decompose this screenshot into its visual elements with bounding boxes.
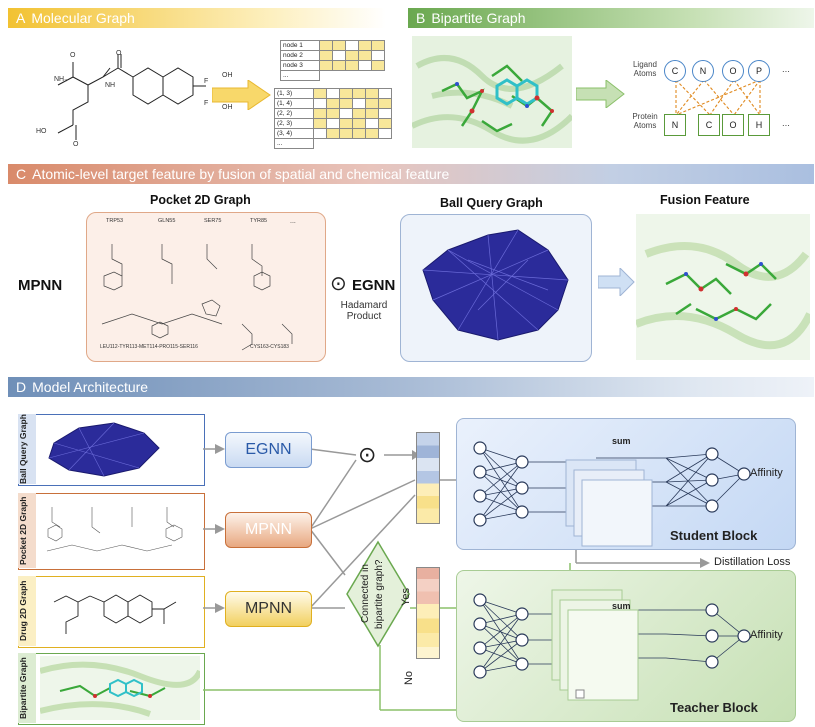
hadamard-odot-icon: ⊙	[330, 273, 347, 295]
section-c-letter: C	[16, 166, 27, 182]
atom-nh2: NH₂	[54, 76, 67, 83]
no-label: No	[403, 670, 416, 686]
node-row-3: node 3	[280, 60, 320, 71]
hadamard-product-label: Hadamard Product	[340, 300, 388, 322]
edge-table: (1, 3) (1, 4) (2, 2) (2, 3) (3, 4) ...	[274, 88, 392, 149]
section-d-banner: D Model Architecture	[8, 377, 814, 397]
section-c-title: Atomic-level target feature by fusion of…	[32, 166, 450, 182]
protein-ligand-image-b	[412, 36, 572, 148]
sum-label-teacher: sum	[612, 601, 631, 611]
atom-ho: HO	[36, 128, 47, 135]
node-row-1: node 1	[280, 40, 320, 51]
pocket-2d-structures	[101, 244, 293, 351]
decision-diamond	[346, 540, 410, 648]
section-d-title: Model Architecture	[32, 379, 149, 395]
decision-text: Connected in bipartite graph?	[360, 559, 385, 629]
mpnn-c-label: MPNN	[18, 277, 63, 294]
residue-gln55: GLN55	[158, 218, 176, 224]
edge-row-4: (2, 3)	[274, 118, 314, 129]
ligand-atom-p: P	[748, 60, 770, 82]
residue-tyr85: TYR85	[250, 218, 268, 224]
student-network	[473, 441, 751, 547]
residue-ser75: SER75	[204, 218, 222, 224]
bipartite-edges	[675, 79, 761, 116]
atom-o-amide: O	[116, 50, 122, 57]
mpnn-pocket-button: MPNN	[225, 512, 312, 548]
edge-row-1: (1, 3)	[274, 88, 314, 99]
affinity-teacher: Affinity	[750, 629, 783, 641]
teacher-block-label: Teacher Block	[670, 700, 758, 715]
odot-operator-icon: ⊙	[358, 442, 377, 467]
atom-o-top: O	[70, 52, 76, 59]
edge-row-2: (1, 4)	[274, 98, 314, 109]
residue-chain-1: LEU112-TYR113-MET114-PRO115-SER116	[100, 344, 198, 350]
atom-f2: F	[204, 100, 209, 107]
section-d-letter: D	[16, 379, 27, 395]
distillation-loss-label: Distillation Loss	[714, 556, 791, 568]
ball-query-title: Ball Query Graph	[440, 196, 543, 210]
node-row-2: node 2	[280, 50, 320, 61]
protein-atom-h: H	[748, 114, 770, 136]
atom-f1: F	[204, 78, 209, 85]
arrow-c	[598, 268, 635, 296]
fusion-feature-image	[636, 214, 810, 360]
section-b-title: Bipartite Graph	[431, 10, 526, 26]
drug-2d-thumbnail	[53, 594, 177, 634]
atom-o-bottom: O	[73, 141, 79, 148]
pocket-2d-thumbnail	[46, 507, 183, 552]
egnn-c-label: EGNN	[352, 277, 396, 294]
protein-atom-o: O	[722, 114, 744, 136]
section-a-letter: A	[16, 10, 26, 26]
pocket-2d-panel	[86, 212, 326, 362]
ligand-atom-c: C	[664, 60, 686, 82]
atom-oh1: OH	[222, 72, 233, 79]
protein-atoms-label: Protein Atoms	[632, 112, 658, 130]
teacher-network	[473, 589, 751, 701]
mpnn-drug-button: MPNN	[225, 591, 312, 627]
section-a-banner: A Molecular Graph	[8, 8, 386, 28]
bipartite-thumbnail	[40, 656, 200, 720]
edge-row-3: (2, 2)	[274, 108, 314, 119]
feature-vector-student	[416, 432, 440, 524]
residue-chain-2: CYS163-CYS183	[250, 344, 289, 350]
edge-row-ellipsis: ...	[274, 138, 314, 149]
ball-query-graph-d	[48, 422, 160, 477]
node-row-ellipsis: ...	[280, 70, 320, 81]
section-b-letter: B	[416, 10, 426, 26]
residue-ellipsis: ...	[290, 218, 296, 225]
student-block-label: Student Block	[670, 528, 758, 543]
atom-oh2: OH	[222, 104, 233, 111]
ligand-ellipsis: ...	[782, 64, 790, 75]
ligand-atom-o: O	[722, 60, 744, 82]
egnn-button: EGNN	[225, 432, 312, 468]
ligand-atom-n: N	[692, 60, 714, 82]
protein-ellipsis: ...	[782, 118, 790, 129]
protein-atom-n: N	[664, 114, 686, 136]
fusion-feature-title: Fusion Feature	[660, 193, 750, 207]
molecule-a-structure	[57, 54, 206, 140]
feature-vector-teacher	[416, 567, 440, 659]
affinity-student: Affinity	[750, 467, 783, 479]
edge-row-5: (3, 4)	[274, 128, 314, 139]
section-a-title: Molecular Graph	[31, 10, 135, 26]
protein-atom-c: C	[698, 114, 720, 136]
ligand-atoms-label: Ligand Atoms	[632, 60, 658, 78]
arrow-b	[576, 80, 625, 108]
pocket-2d-title: Pocket 2D Graph	[150, 193, 251, 207]
section-c-banner: C Atomic-level target feature by fusion o…	[8, 164, 814, 184]
arrow-a	[212, 80, 271, 110]
atom-nh: NH	[105, 82, 116, 89]
residue-trp53: TRP53	[106, 218, 124, 224]
sum-label-student: sum	[612, 436, 631, 446]
node-table: node 1 node 2 node 3 ...	[280, 40, 385, 81]
section-b-banner: B Bipartite Graph	[408, 8, 814, 28]
yes-label: Yes	[400, 588, 412, 606]
ball-query-graph-c	[422, 229, 569, 341]
